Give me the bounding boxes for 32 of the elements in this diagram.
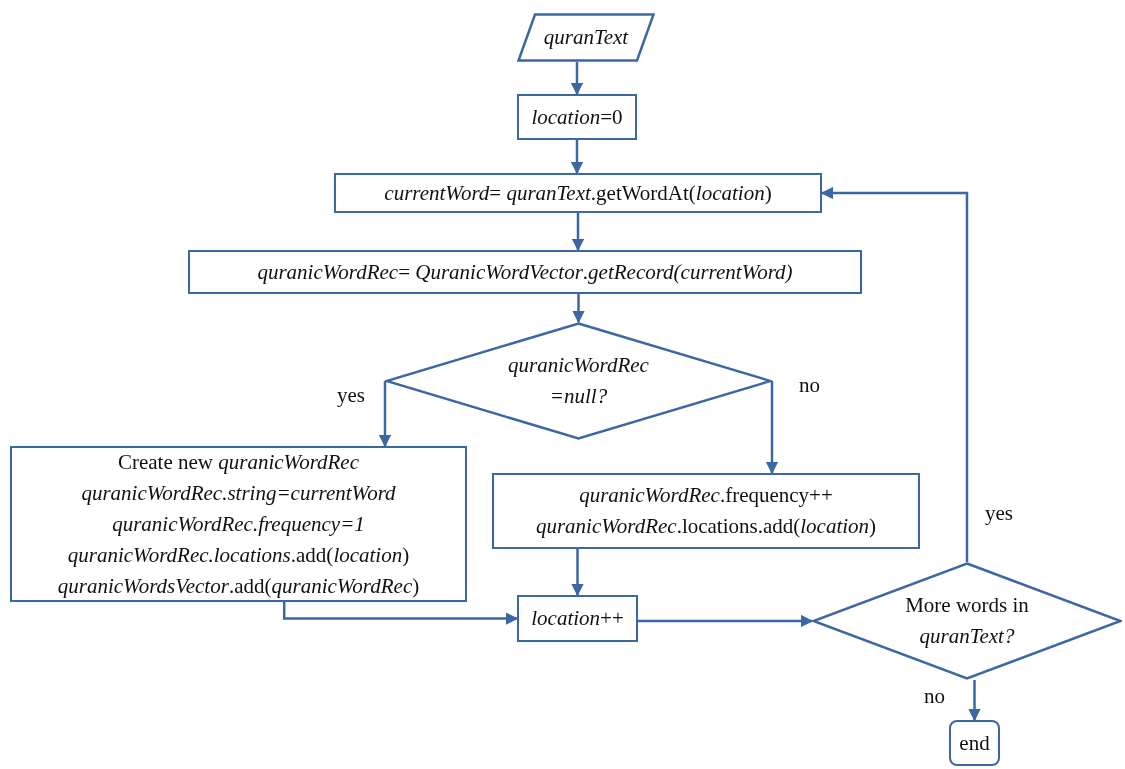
node-text: currentWord= quranText.getWordAt(location)	[384, 179, 772, 207]
arrow	[570, 62, 584, 96]
process-box	[188, 250, 862, 294]
decision-text: quranicWordRec =null?	[507, 352, 650, 410]
process-box	[517, 94, 637, 140]
node-text: quranicWordRec.frequency=1	[112, 510, 365, 538]
node-text: quranicWordRec.frequency++	[579, 482, 833, 509]
arrow	[572, 294, 585, 324]
node-text: quranText	[543, 24, 629, 51]
process-box	[334, 173, 822, 213]
process-box	[517, 595, 638, 642]
node-text: quranicWordRec.string=currentWord	[81, 479, 396, 507]
node-text: quranicWordRec.locations.add(location)	[535, 513, 877, 540]
arrow	[968, 680, 981, 722]
process-box	[10, 446, 467, 602]
arrow	[571, 213, 585, 252]
arrow	[378, 381, 392, 448]
node-text: end	[959, 729, 990, 757]
arrow	[638, 614, 814, 628]
node-text: Create new quranicWordRec	[117, 448, 359, 476]
terminal-box	[949, 720, 1000, 766]
arrow	[765, 381, 779, 475]
node-text: quranicWordsVector.add(quranicWordRec)	[57, 572, 420, 600]
arrow	[571, 549, 584, 597]
node-text: quranicWordRec= QuranicWordVector.getRecord(currentWord)	[257, 258, 793, 286]
decision-text: More words in quranText?	[904, 592, 1030, 650]
arrow	[570, 140, 584, 175]
node-text: location++	[531, 605, 624, 632]
node-text: location=0	[531, 103, 623, 131]
node-text: quranicWordRec.locations.add(location)	[67, 541, 410, 569]
arrow	[282, 602, 519, 625]
process-box	[492, 473, 920, 549]
